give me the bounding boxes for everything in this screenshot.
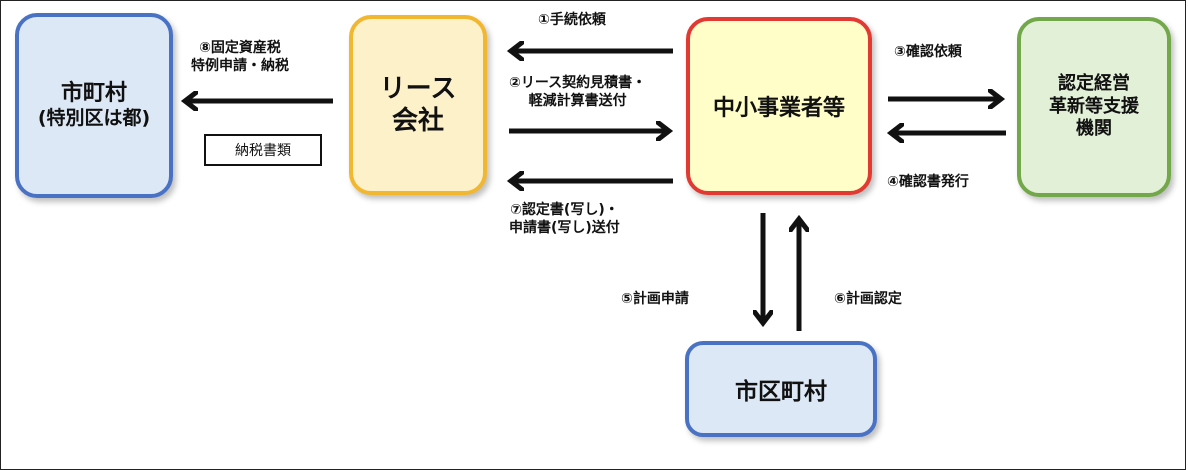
node-lease-line1: リース <box>379 73 457 104</box>
node-support-line1: 認定経営 <box>1058 73 1130 95</box>
node-sme-label: 中小事業者等 <box>712 96 845 121</box>
node-municipality: 市区町村 <box>685 341 877 437</box>
edge-label-step8-line2: 特例申請・納税 <box>191 58 289 75</box>
node-sme: 中小事業者等 <box>686 17 872 195</box>
edge-label-step3: ③確認依頼 <box>894 44 962 60</box>
node-support-line3: 機関 <box>1076 118 1112 140</box>
edge-label-step7-line2: 申請書(写し)送付 <box>509 220 620 237</box>
node-support-org: 認定経営 革新等支援 機関 <box>1017 17 1171 197</box>
edge-label-step2-line2: 軽減計算書送付 <box>528 93 627 110</box>
edge-label-step5: ⑤計画申請 <box>621 291 689 307</box>
node-city: 市町村 (特別区は都) <box>15 13 173 198</box>
edge-label-step7-line1: ⑦認定書(写し)・ <box>510 202 619 218</box>
edge-label-step6: ⑥計画認定 <box>834 291 902 307</box>
edge-label-step1: ①手続依頼 <box>538 12 606 28</box>
tax-documents-box: 納税書類 <box>204 134 322 166</box>
edge-label-step2-line1: ②リース契約見積書・ <box>509 75 647 91</box>
edge-label-step4: ④確認書発行 <box>887 174 969 190</box>
arrow-layer <box>1 1 1006 331</box>
node-city-line2: (特別区は都) <box>37 107 151 130</box>
node-lease-company: リース 会社 <box>349 15 487 195</box>
edge-label-step8-line1: ⑧固定資産税 <box>199 40 281 56</box>
node-city-line1: 市町村 <box>60 80 127 106</box>
edge-label-step2: ②リース契約見積書・ 軽減計算書送付 <box>509 74 646 110</box>
edge-label-step7: ⑦認定書(写し)・ 申請書(写し)送付 <box>509 201 620 237</box>
node-support-line2: 革新等支援 <box>1049 95 1139 117</box>
edge-label-step8: ⑧固定資産税 特例申請・納税 <box>191 39 289 75</box>
node-lease-line2: 会社 <box>391 106 444 136</box>
node-municipality-label: 市区町村 <box>735 379 827 405</box>
